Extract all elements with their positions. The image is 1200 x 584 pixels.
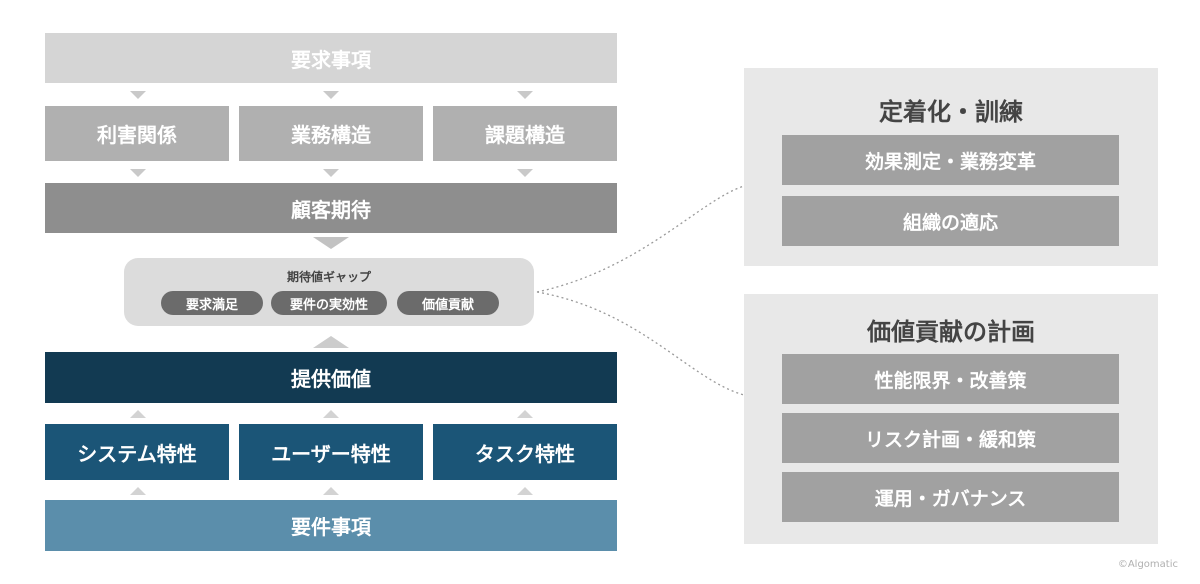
arrow-down-icon xyxy=(323,91,339,99)
arrow-up-icon xyxy=(517,410,533,418)
arrow-down-icon xyxy=(517,91,533,99)
arrow-down-icon xyxy=(323,169,339,177)
business-structure-box: 業務構造 xyxy=(239,106,423,161)
panel-item: 効果測定・業務変革 xyxy=(782,135,1119,185)
arrow-down-icon xyxy=(130,91,146,99)
panel-item: 性能限界・改善策 xyxy=(782,354,1119,404)
arrow-up-icon xyxy=(517,487,533,495)
arrow-up-icon xyxy=(313,336,349,348)
panel-item: 運用・ガバナンス xyxy=(782,472,1119,522)
issue-structure-box: 課題構造 xyxy=(433,106,617,161)
provided-value-box: 提供価値 xyxy=(45,352,617,403)
requirement-items-box: 要件事項 xyxy=(45,500,617,551)
system-characteristics-box: システム特性 xyxy=(45,424,229,480)
task-characteristics-box: タスク特性 xyxy=(433,424,617,480)
gap-tag: 要件の実効性 xyxy=(271,291,387,315)
panel-item: リスク計画・緩和策 xyxy=(782,413,1119,463)
arrow-up-icon xyxy=(323,487,339,495)
requirements-box: 要求事項 xyxy=(45,33,617,83)
stakeholder-box: 利害関係 xyxy=(45,106,229,161)
user-characteristics-box: ユーザー特性 xyxy=(239,424,423,480)
panel-item: 組織の適応 xyxy=(782,196,1119,246)
arrow-down-icon xyxy=(313,237,349,249)
arrow-up-icon xyxy=(130,410,146,418)
arrow-down-icon xyxy=(130,169,146,177)
expectation-gap-title: 期待値ギャップ xyxy=(286,270,371,284)
value-contribution-plan-panel: 価値貢献の計画 性能限界・改善策 リスク計画・緩和策 運用・ガバナンス xyxy=(744,294,1158,544)
arrow-down-icon xyxy=(517,169,533,177)
copyright-credit: ©Algomatic xyxy=(1117,559,1178,570)
gap-tag: 要求満足 xyxy=(161,291,263,315)
expectation-gap-box: 期待値ギャップ 要求満足 要件の実効性 価値貢献 xyxy=(124,258,534,326)
establishment-training-panel: 定着化・訓練 効果測定・業務変革 組織の適応 xyxy=(744,68,1158,266)
customer-expectation-box: 顧客期待 xyxy=(45,183,617,233)
panel-title: 価値貢献の計画 xyxy=(867,318,1035,346)
arrow-up-icon xyxy=(130,487,146,495)
gap-tag: 価値貢献 xyxy=(397,291,499,315)
panel-title: 定着化・訓練 xyxy=(879,98,1023,126)
arrow-up-icon xyxy=(323,410,339,418)
